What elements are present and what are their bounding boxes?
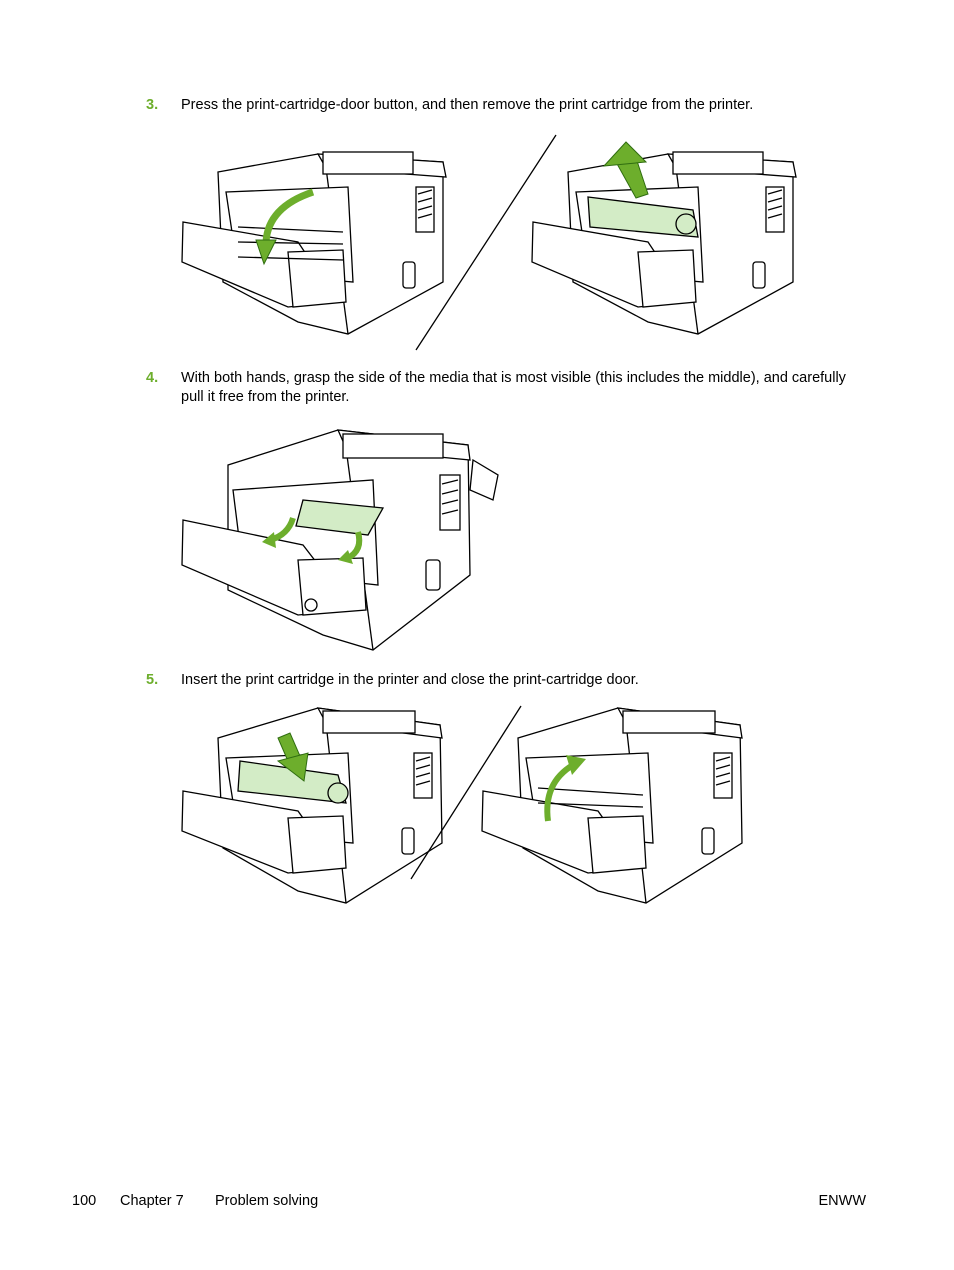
- printer-illustration-close-door: [482, 708, 742, 903]
- step-number: 4.: [146, 369, 158, 388]
- step-number: 5.: [146, 671, 158, 690]
- footer-section: Problem solving: [215, 1193, 318, 1209]
- step-number: 3.: [146, 96, 158, 115]
- printer-illustration-remove-cartridge: [532, 152, 796, 334]
- step-text: Insert the print cartridge in the printe…: [181, 671, 871, 690]
- footer-enww: ENWW: [818, 1193, 866, 1209]
- printer-illustration-insert-cartridge: [182, 708, 442, 903]
- printer-illustration-pull-media: [182, 430, 498, 650]
- figure-step-3: [178, 132, 803, 354]
- printer-illustration-door-open: [182, 152, 446, 334]
- step-text: With both hands, grasp the side of the m…: [181, 369, 871, 407]
- step-text: Press the print-cartridge-door button, a…: [181, 96, 871, 115]
- page-number: 100: [72, 1193, 96, 1209]
- figure-step-5: [178, 703, 753, 908]
- figure-step-4: [178, 420, 508, 655]
- footer-chapter: Chapter 7: [120, 1193, 184, 1209]
